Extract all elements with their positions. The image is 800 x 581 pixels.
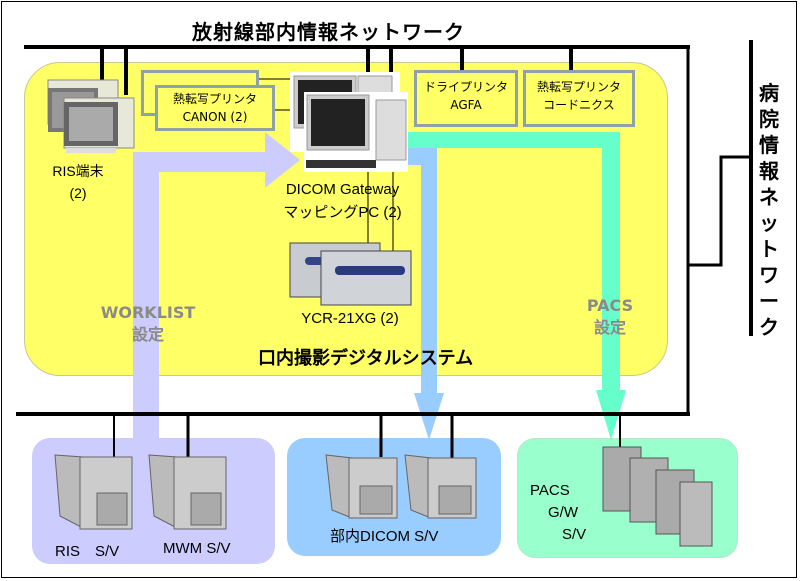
pacs-flow-name: PACS — [586, 296, 634, 315]
ris-terminal-icon — [47, 79, 135, 153]
printer-canon-type: 熱転写プリンタ — [172, 92, 257, 106]
ris-server-icon — [54, 454, 133, 530]
ycr-scanner-icon — [289, 242, 412, 306]
gateway-role: マッピングPC (2) — [283, 204, 402, 221]
pacs-server-label: PACS G/W S/V — [530, 480, 586, 546]
worklist-flow-name: WORKLIST — [100, 303, 196, 322]
gateway-pc-icon — [290, 72, 408, 172]
pacs-arrow-shape — [392, 132, 626, 440]
dicom-server-icon-1 — [325, 454, 398, 519]
dicom-flow-arrow — [386, 148, 444, 440]
printer-codonics-box: 熱転写プリンタ コードニクス — [523, 70, 635, 127]
pacs-flow-label: PACS 設定 — [565, 295, 655, 339]
worklist-arrow-shape — [133, 132, 300, 581]
ycr-label: YCR-21XG (2) — [301, 310, 399, 327]
printer-canon-box: 熱転写プリンタ CANON (2) — [155, 85, 275, 131]
printer-agfa-box: ドライプリンタ AGFA — [414, 70, 518, 127]
ris-terminal-name: RIS端末 — [52, 163, 104, 179]
worklist-flow-action: 設定 — [131, 325, 164, 344]
printer-agfa-type: ドライプリンタ — [423, 80, 508, 94]
dicom-arrow-shape — [386, 148, 444, 440]
worklist-flow-label: WORKLIST 設定 — [88, 302, 208, 346]
pacs-flow-arrow — [392, 132, 626, 440]
system-name-label: 口内撮影デジタルシステム — [258, 348, 474, 369]
dicom-server-icon-2 — [404, 454, 477, 519]
printer-codonics-type: 熱転写プリンタ — [536, 80, 621, 94]
hospital-network-label: 病院情報ネットワーク — [759, 81, 779, 339]
pacs-server-line3: S/V — [562, 526, 587, 543]
department-network-title: 放射線部内情報ネットワーク — [192, 20, 465, 44]
pacs-server-line2: G/W — [548, 504, 578, 521]
printer-codonics-model: コードニクス — [543, 98, 615, 112]
pacs-server-rack-icon — [602, 446, 713, 547]
ris-server-label: RIS S/V — [55, 543, 120, 560]
gateway-label: DICOM Gateway マッピングPC (2) — [265, 178, 420, 224]
dicom-server-label: 部内DICOM S/V — [330, 528, 439, 545]
mwm-server-icon — [148, 454, 227, 530]
printer-agfa-model: AGFA — [450, 98, 482, 112]
ris-terminal-count: (2) — [69, 185, 87, 201]
printer-canon-model: CANON (2) — [182, 110, 248, 124]
mwm-server-label: MWM S/V — [163, 540, 231, 557]
gateway-name: DICOM Gateway — [285, 181, 400, 198]
worklist-flow-arrow — [133, 132, 300, 581]
pacs-flow-action: 設定 — [593, 318, 626, 337]
pacs-server-line1: PACS — [530, 482, 570, 499]
ris-terminal-label: RIS端末 (2) — [38, 160, 118, 204]
